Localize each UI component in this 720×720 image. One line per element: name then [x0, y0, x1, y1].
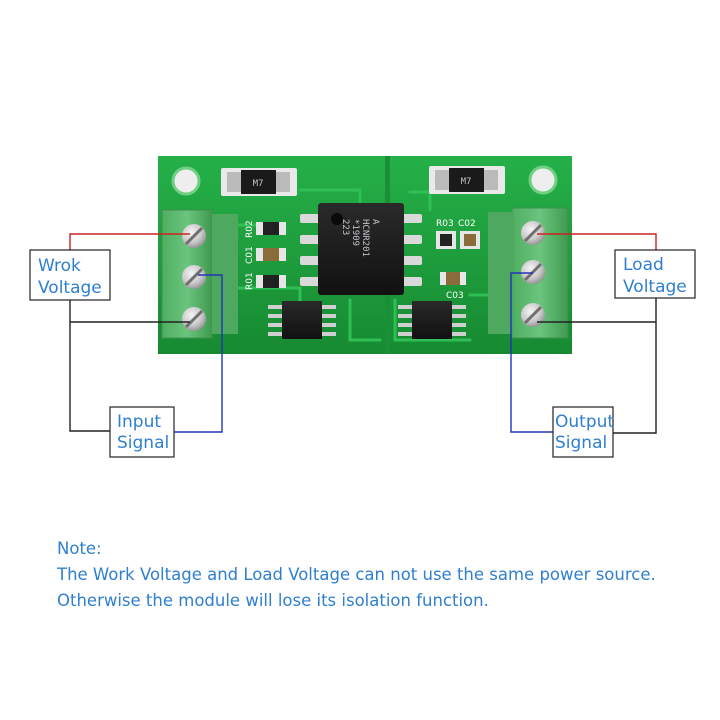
- label-input-signal: Input Signal: [109, 406, 175, 458]
- wire-work-voltage-positive: [69, 233, 190, 250]
- svg-text:Input: Input: [117, 412, 161, 432]
- transistor-left-marking: M7: [253, 179, 264, 189]
- silk-r02: R02: [245, 220, 255, 238]
- note-heading: Note:: [57, 539, 102, 558]
- note-line-2: Otherwise the module will lose its isola…: [57, 591, 489, 610]
- svg-text:Voltage: Voltage: [38, 278, 102, 298]
- wire-load-voltage-ground: [613, 298, 657, 434]
- left-passives: R02 C01 R01: [245, 220, 286, 290]
- label-load-voltage: Load Voltage: [614, 249, 696, 299]
- wire-work-voltage-ground: [69, 300, 110, 432]
- svg-text:Wrok: Wrok: [38, 256, 81, 276]
- mounting-hole: [171, 166, 201, 196]
- pcb-board: M7 M7 R02 C01 R01 R03 C02 C03: [158, 156, 572, 354]
- svg-text:*1909: *1909: [350, 219, 360, 246]
- driver-chip-right: [398, 301, 466, 339]
- wire-input-signal: [174, 274, 223, 433]
- svg-text:Load: Load: [623, 255, 664, 275]
- svg-text:Signal: Signal: [555, 433, 607, 453]
- wire-load-voltage-positive: [537, 233, 657, 250]
- label-output-signal: Output Signal: [552, 406, 614, 458]
- transistor-right: M7: [429, 166, 505, 194]
- label-work-voltage: Wrok Voltage: [29, 249, 111, 301]
- wiring: [69, 233, 657, 434]
- svg-text:Signal: Signal: [117, 433, 169, 453]
- terminal-block-left: [161, 209, 238, 339]
- svg-text:HCNR201: HCNR201: [360, 219, 370, 257]
- optocoupler-chip: A HCNR201 *1909 223: [300, 203, 422, 295]
- svg-text:Voltage: Voltage: [623, 277, 687, 297]
- silk-r03: R03: [436, 219, 454, 229]
- wire-output-signal: [510, 272, 553, 433]
- right-passives: R03 C02 C03: [436, 219, 480, 301]
- transistor-right-marking: M7: [461, 177, 472, 187]
- optocoupler-marking: A HCNR201 *1909 223: [340, 219, 380, 257]
- note-line-1: The Work Voltage and Load Voltage can no…: [57, 565, 656, 584]
- silk-c03: C03: [446, 291, 464, 301]
- silk-r01: R01: [245, 272, 255, 290]
- svg-text:A: A: [370, 219, 380, 225]
- note-block: Note: The Work Voltage and Load Voltage …: [57, 536, 697, 614]
- silk-c02: C02: [458, 219, 476, 229]
- svg-text:Output: Output: [555, 412, 614, 432]
- svg-text:223: 223: [340, 219, 350, 235]
- transistor-left: M7: [221, 168, 297, 196]
- silk-c01: C01: [245, 246, 255, 264]
- mounting-hole: [528, 165, 558, 195]
- driver-chip-left: [268, 301, 336, 339]
